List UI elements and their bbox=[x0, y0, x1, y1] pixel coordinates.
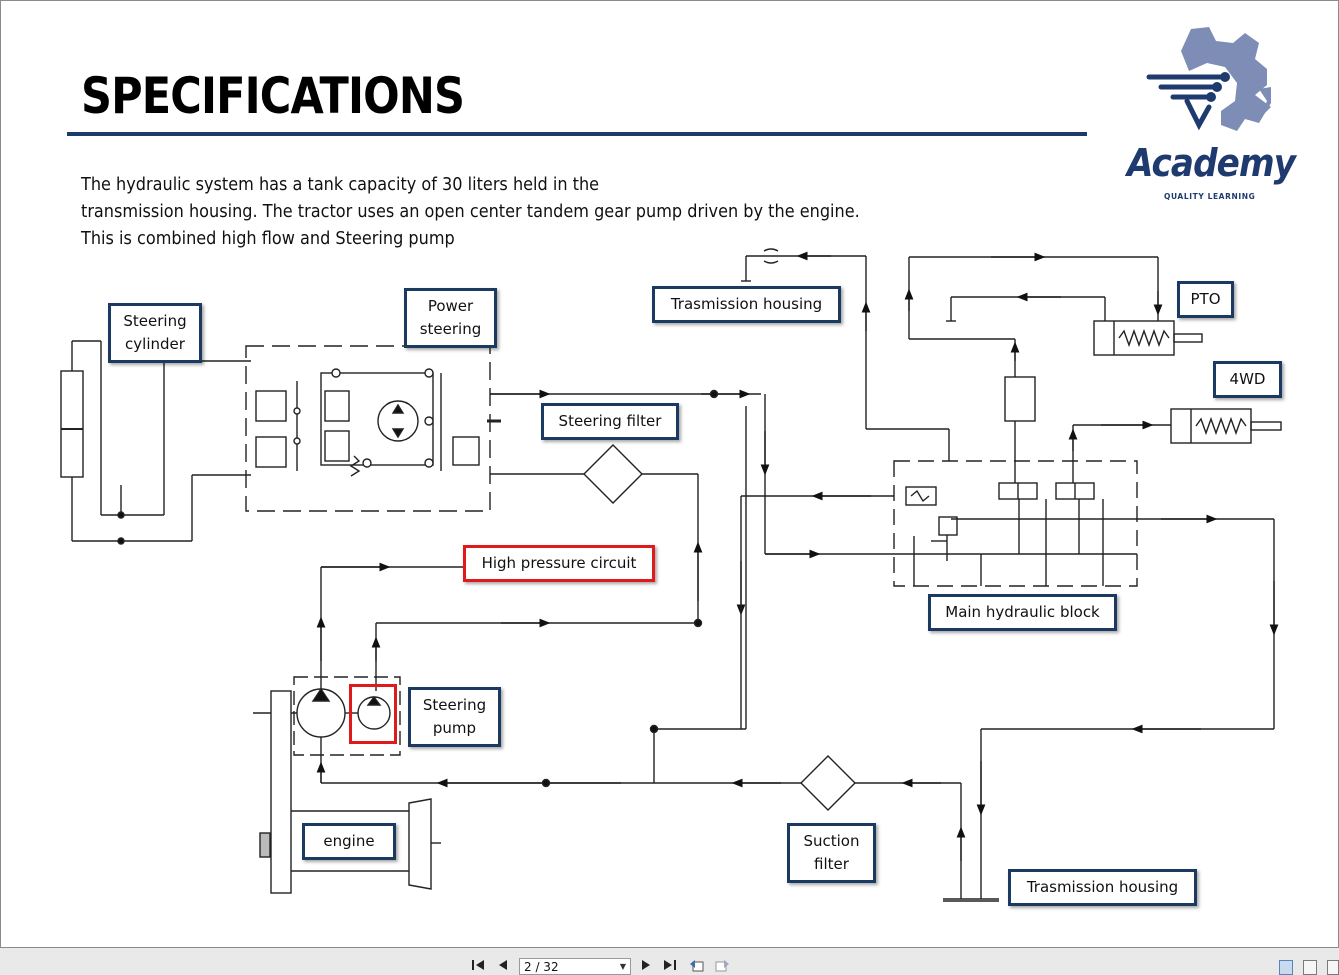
gear-head-icon bbox=[1181, 27, 1271, 131]
steering-filter-symbol bbox=[490, 444, 703, 623]
intro-line-1: The hydraulic system has a tank capacity… bbox=[81, 175, 600, 195]
label-trasmission-housing-top: Trasmission housing bbox=[652, 286, 841, 323]
prev-page-icon[interactable] bbox=[495, 958, 511, 972]
label-steering-cylinder: Steering cylinder bbox=[108, 303, 202, 363]
logo-tagline: QUALITY LEARNING bbox=[1164, 192, 1256, 201]
intro-line-2: transmission housing. The tractor uses a… bbox=[81, 202, 860, 222]
hydraulic-diagram bbox=[60, 248, 1282, 902]
page-select[interactable]: 2 / 32 ▼ bbox=[519, 958, 631, 975]
label-engine: engine bbox=[302, 823, 396, 860]
next-page-icon[interactable] bbox=[638, 958, 654, 972]
suction-filter-symbol bbox=[800, 755, 966, 899]
chevron-down-icon: ▼ bbox=[619, 962, 626, 971]
steering-pump-highlight bbox=[349, 684, 397, 744]
power-steering-symbol bbox=[245, 345, 501, 512]
academy-logo bbox=[1146, 27, 1271, 131]
fourwd-cylinder-symbol bbox=[1170, 408, 1282, 444]
label-suction-filter: Suction filter bbox=[787, 823, 876, 883]
tandem-pump-symbol bbox=[253, 676, 401, 783]
last-page-icon[interactable] bbox=[662, 958, 678, 972]
page-indicator: 2 / 32 bbox=[524, 959, 559, 974]
label-steering-filter: Steering filter bbox=[541, 403, 679, 440]
label-main-hydraulic-block: Main hydraulic block bbox=[928, 594, 1117, 631]
steering-cylinder-symbol bbox=[60, 340, 251, 545]
continuous-view-icon[interactable] bbox=[1303, 960, 1317, 975]
label-pto: PTO bbox=[1177, 281, 1234, 318]
label-power-steering: Power steering bbox=[404, 288, 497, 348]
single-page-view-icon[interactable] bbox=[1279, 960, 1293, 975]
label-4wd: 4WD bbox=[1213, 361, 1282, 398]
back-view-icon[interactable] bbox=[689, 958, 705, 972]
circuit-lines-icon bbox=[1146, 74, 1228, 131]
pto-cylinder-symbol bbox=[1093, 320, 1203, 356]
facing-view-icon[interactable] bbox=[1327, 960, 1339, 975]
engine-symbol bbox=[259, 690, 441, 894]
label-steering-pump: Steering pump bbox=[408, 687, 501, 747]
label-trasmission-housing-bottom: Trasmission housing bbox=[1008, 869, 1197, 906]
viewer-toolbar: 2 / 32 ▼ bbox=[0, 948, 1339, 975]
intro-line-3: This is combined high flow and Steering … bbox=[81, 229, 455, 249]
title-underline bbox=[67, 132, 1087, 136]
forward-view-icon[interactable] bbox=[714, 958, 730, 972]
slide-page: SPECIFICATIONS The hydraulic system has … bbox=[0, 0, 1339, 948]
intro-text: The hydraulic system has a tank capacity… bbox=[81, 172, 1001, 253]
logo-wordmark: Academy bbox=[1127, 141, 1296, 185]
slide-title: SPECIFICATIONS bbox=[81, 67, 465, 125]
label-high-pressure-circuit: High pressure circuit bbox=[463, 545, 655, 582]
first-page-icon[interactable] bbox=[470, 958, 486, 972]
